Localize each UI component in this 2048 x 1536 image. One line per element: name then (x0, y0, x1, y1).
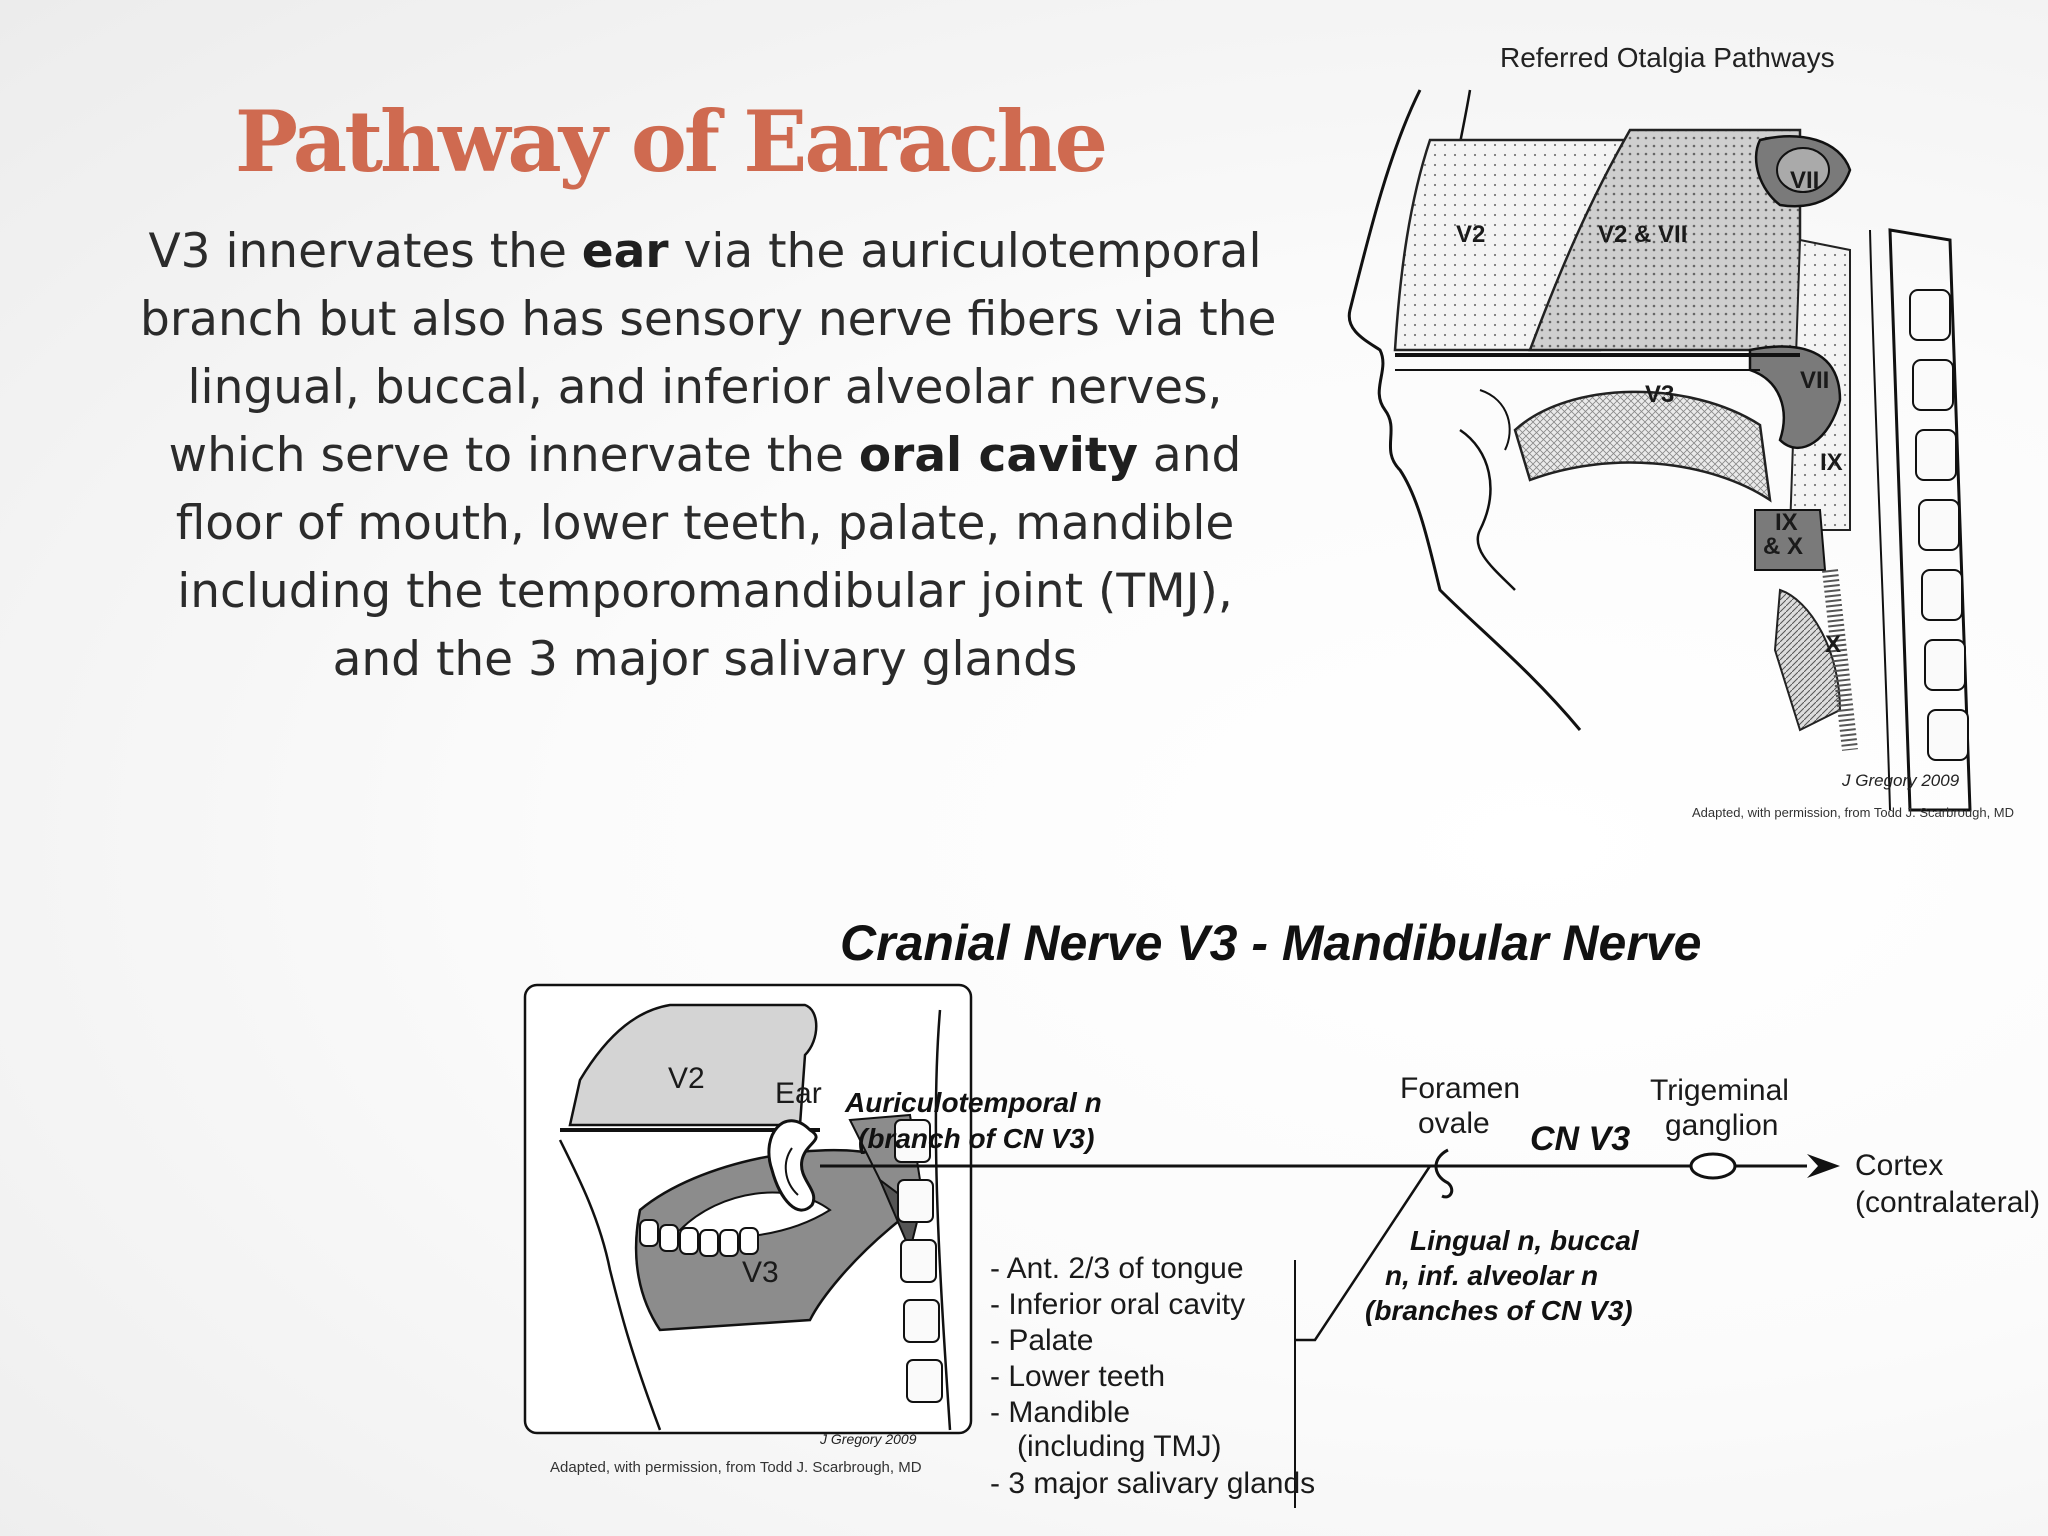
inset-v2-label: V2 (668, 1062, 705, 1095)
label-lingual-1: Lingual n, buccal (1410, 1225, 1640, 1256)
label-ix: IX (1820, 449, 1843, 476)
label-cn-v3: CN V3 (1530, 1120, 1630, 1158)
label-v2-vii: V2 & VII (1598, 221, 1687, 248)
body-emphasis: ear (581, 224, 669, 279)
otalgia-credit: Adapted, with permission, from Todd J. S… (1692, 805, 2014, 820)
list-item-2: - Inferior oral cavity (990, 1288, 1245, 1321)
body-segment: V3 innervates the (148, 224, 582, 279)
label-trigeminal-2: ganglion (1665, 1109, 1778, 1142)
body-line: floor of mouth, lower teeth, palate, man… (140, 490, 1270, 558)
trigeminal-ganglion (1689, 1152, 1737, 1180)
label-v2: V2 (1456, 221, 1485, 248)
label-foramen-1: Foramen (1400, 1072, 1520, 1105)
body-segment: which serve to innervate the (168, 428, 859, 483)
body-line: which serve to innervate the oral cavity… (140, 422, 1270, 490)
body-segment: lingual, buccal, and inferior alveolar n… (187, 360, 1223, 415)
body-segment: including the temporomandibular joint (T… (177, 564, 1233, 619)
slide-title: Pathway of Earache (234, 92, 1108, 191)
body-text: V3 innervates the ear via the auriculote… (140, 218, 1276, 694)
v3-figure-title: Cranial Nerve V3 - Mandibular Nerve (840, 915, 1701, 971)
referred-otalgia-figure: Referred Otalgia Pathways V2 V2 & VII VI… (1347, 42, 2014, 820)
label-lingual-3: (branches of CN V3) (1365, 1295, 1633, 1326)
cortex-arrow (1807, 1154, 1840, 1178)
list-item-1: - Ant. 2/3 of tongue (990, 1252, 1244, 1285)
list-item-5: - Mandible (990, 1396, 1130, 1429)
v2-area (568, 1003, 818, 1127)
body-line: and the 3 major salivary glands (140, 626, 1270, 694)
inset-v3-label: V3 (742, 1256, 779, 1289)
label-foramen-2: ovale (1418, 1107, 1490, 1140)
label-x: X (1825, 631, 1841, 658)
v3-region (1513, 390, 1772, 503)
label-cortex-2: (contralateral) (1855, 1186, 2040, 1219)
ear-icon (767, 1119, 818, 1212)
ix-x-region (1754, 509, 1827, 571)
body-segment: branch but also has sensory nerve fibers… (140, 292, 1277, 347)
label-trigeminal-1: Trigeminal (1650, 1074, 1789, 1107)
list-item-7: - 3 major salivary glands (990, 1467, 1315, 1500)
label-v3: V3 (1645, 381, 1674, 408)
v2-vii-region (1528, 128, 1802, 352)
label-ix-x-2: & X (1763, 533, 1803, 560)
label-auriculotemporal-2: (branch of CN V3) (858, 1123, 1094, 1154)
label-cortex-1: Cortex (1855, 1149, 1943, 1182)
body-line: branch but also has sensory nerve fibers… (140, 286, 1276, 354)
label-vii-top: VII (1790, 167, 1819, 194)
label-ix-x-1: IX (1775, 509, 1798, 536)
vii-mid-region (1748, 345, 1842, 450)
body-emphasis: oral cavity (858, 428, 1138, 483)
list-item-4: - Lower teeth (990, 1360, 1165, 1393)
body-line: including the temporomandibular joint (T… (140, 558, 1270, 626)
inset-credit: Adapted, with permission, from Todd J. S… (550, 1459, 922, 1476)
body-line: lingual, buccal, and inferior alveolar n… (140, 354, 1270, 422)
body-line: V3 innervates the ear via the auriculote… (140, 218, 1270, 286)
otalgia-signature: J Gregory 2009 (1841, 771, 1960, 790)
body-segment: floor of mouth, lower teeth, palate, man… (175, 496, 1235, 551)
body-segment: and (1137, 428, 1242, 483)
label-ear: Ear (775, 1077, 822, 1110)
label-lingual-2: n, inf. alveolar n (1385, 1260, 1598, 1291)
list-item-6: (including TMJ) (1017, 1430, 1222, 1463)
label-auriculotemporal-1: Auriculotemporal n (844, 1087, 1102, 1118)
label-vii-mid: VII (1800, 367, 1829, 394)
list-item-3: - Palate (990, 1324, 1093, 1357)
v3-figure: Cranial Nerve V3 - Mandibular Nerve V2 V… (523, 915, 2040, 1508)
inset-signature: J Gregory 2009 (819, 1431, 917, 1447)
v3-area (634, 1148, 902, 1332)
otalgia-title: Referred Otalgia Pathways (1500, 42, 1835, 73)
body-segment: via the auriculotemporal (668, 224, 1262, 279)
body-segment: and the 3 major salivary glands (332, 632, 1078, 687)
